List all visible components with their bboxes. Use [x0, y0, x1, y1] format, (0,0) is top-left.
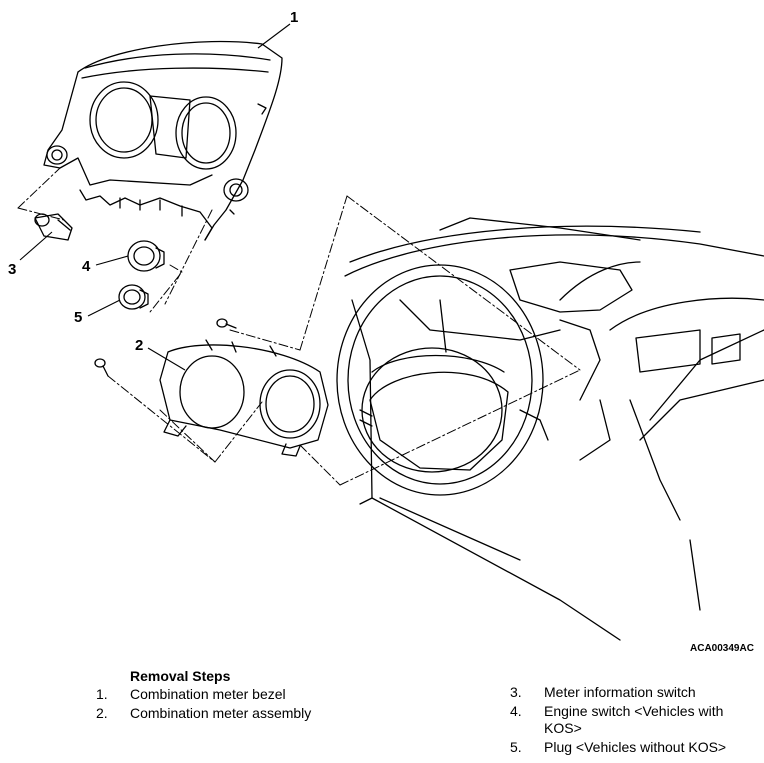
- step-number: 3.: [510, 684, 522, 700]
- step-number: 5.: [510, 739, 522, 755]
- removal-steps-title: Removal Steps: [130, 668, 231, 684]
- screw-upper: [216, 318, 237, 329]
- callout-5: 5: [74, 309, 83, 326]
- step-text: Combination meter bezel: [130, 686, 286, 702]
- guide-lines: [17, 167, 581, 486]
- meter-info-switch: [34, 213, 73, 241]
- figure-code: ACA00349AC: [690, 643, 754, 654]
- step-number: 2.: [96, 705, 108, 721]
- step-text: Combination meter assembly: [130, 705, 312, 721]
- step-text: Meter information switch: [544, 684, 696, 700]
- callout-1: 1: [290, 9, 299, 26]
- step-text: Engine switch <Vehicles with KOS>: [544, 703, 724, 736]
- plug: [118, 284, 149, 310]
- engine-switch: [127, 240, 165, 272]
- meter-bezel: [43, 40, 283, 241]
- callout-2: 2: [135, 337, 144, 354]
- step-number: 4.: [510, 703, 522, 719]
- screw-left: [94, 358, 109, 377]
- vehicle-dashboard: [336, 217, 764, 641]
- step-number: 1.: [96, 686, 108, 702]
- callout-3: 3: [8, 261, 17, 278]
- step-text: Plug <Vehicles without KOS>: [544, 739, 727, 755]
- callout-4: 4: [82, 258, 91, 275]
- meter-assembly: [159, 339, 329, 457]
- exploded-view-drawing: [17, 40, 764, 641]
